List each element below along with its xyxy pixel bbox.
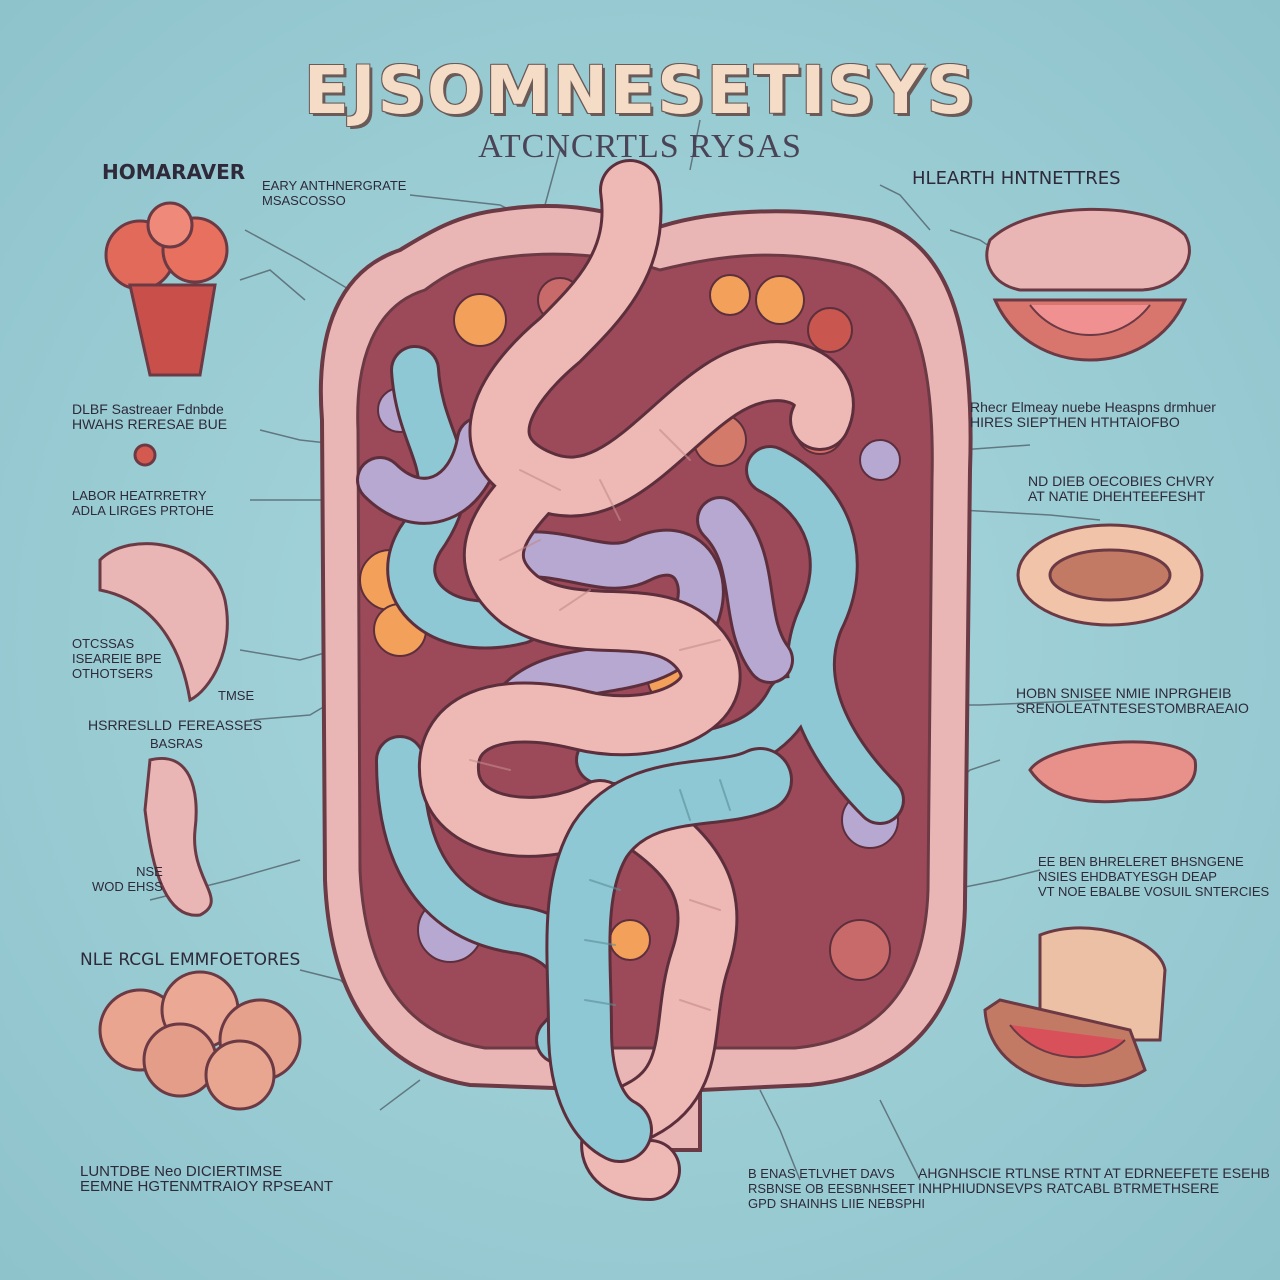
label-bottom-right: AHGNHSCIE RTLNSE RTNT AT EDRNEEFETE ESEH… [918,1165,1270,1196]
right-organ-icons [983,207,1204,1087]
organ-icon-liver [1028,740,1198,804]
organ-icon-small-intestine-cluster [98,970,302,1111]
organ-icon-pancreas [143,757,213,917]
label-bottom-left-heading: NLE RCGL EMMFOETORES [80,950,301,970]
small-organ-dot [133,443,157,467]
page-title: EJSOMNESETISYS [303,52,977,129]
label-left-4b: FEREASSES [178,717,263,733]
label-left-4c: BASRAS [150,736,203,751]
label-left-4a: HSRRESLLD [88,717,173,733]
organ-icon-stomach [98,542,229,703]
label-top-right-heading: HLEARTH HNTNETTRES [912,168,1121,189]
organ-icon-top-left [104,201,229,377]
intestines [356,159,905,1201]
organ-icon-mouth-bottom [983,926,1167,1087]
organ-icon-colon-ring [1016,523,1204,627]
label-top-left-heading: HOMARAVER [102,160,246,184]
label-left-4d: TMSE [218,688,255,703]
page-subtitle: ATCNCRTLS RYSAS [478,128,802,165]
organ-icon-mouth-top [985,207,1191,362]
left-organ-icons [98,201,302,1111]
